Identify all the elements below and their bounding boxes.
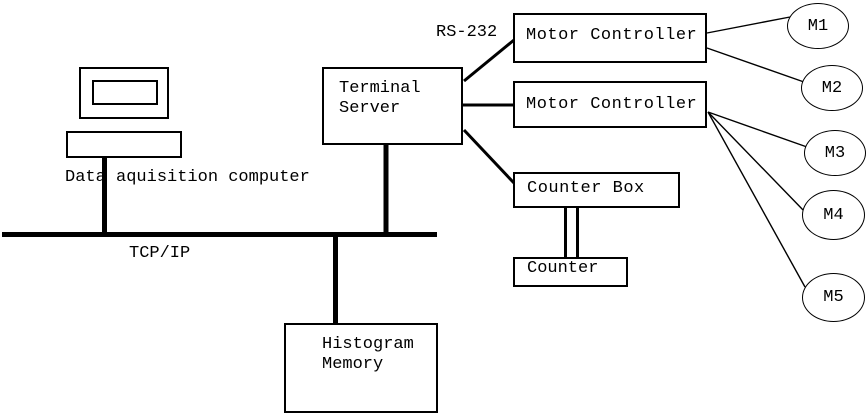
line-ts-counterbox — [462, 128, 516, 185]
counter-label: Counter — [527, 259, 599, 278]
motor-controller-2-node: Motor Controller — [513, 81, 707, 128]
motor-m4-node: M4 — [802, 190, 865, 240]
motor-m5-node: M5 — [802, 273, 865, 322]
rs232-label: RS-232 — [436, 23, 498, 42]
line-mc1-m2 — [706, 47, 805, 83]
data-acquisition-computer-label: Data aquisition computer — [65, 168, 310, 187]
motor-m1-label: M1 — [807, 16, 829, 36]
line-mc2-m4 — [707, 111, 806, 213]
tcpip-label: TCP/IP — [129, 244, 191, 263]
motor-m4-label: M4 — [823, 205, 844, 225]
counter-box-node: Counter Box — [513, 172, 680, 208]
motor-controller-1-node: Motor Controller — [513, 13, 707, 63]
line-mc2-m5 — [707, 111, 806, 288]
histogram-memory-label-line1: Histogram — [322, 335, 414, 354]
motor-controller-2-label: Motor Controller — [526, 95, 698, 114]
computer-screen-icon — [92, 80, 158, 105]
line-mc2-m3 — [707, 111, 808, 148]
motor-m3-node: M3 — [804, 130, 866, 176]
motor-m2-node: M2 — [801, 65, 863, 111]
line-mc1-m1 — [706, 16, 791, 34]
motor-controller-1-label: Motor Controller — [526, 26, 698, 45]
motor-m5-label: M5 — [823, 288, 844, 307]
motor-m3-label: M3 — [824, 143, 846, 163]
terminal-server-label-line1: Terminal — [339, 79, 421, 98]
computer-keyboard-icon — [66, 131, 182, 158]
counter-node: Counter — [513, 257, 628, 287]
histogram-memory-label-line2: Memory — [322, 355, 384, 374]
counter-box-label: Counter Box — [527, 179, 645, 198]
motor-m2-label: M2 — [821, 78, 843, 98]
line-ts-mc1 — [463, 38, 515, 83]
motor-m1-node: M1 — [787, 3, 849, 49]
terminal-server-label-line2: Server — [339, 99, 401, 118]
